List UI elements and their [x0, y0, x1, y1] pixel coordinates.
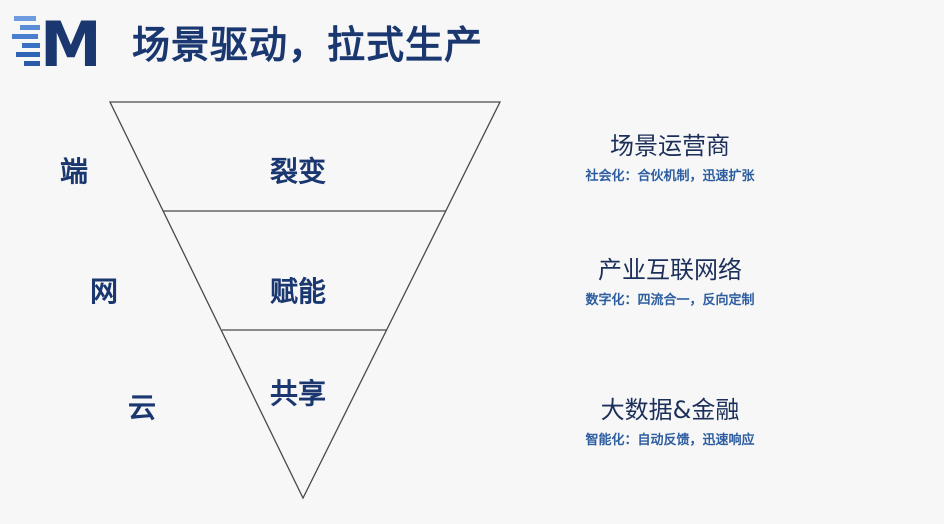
side-label-duan: 端	[60, 155, 89, 188]
description-title: 大数据&金融	[600, 396, 740, 424]
layer-label-gongxiang: 共享	[270, 377, 327, 410]
description-subtitle: 智能化：自动反馈，迅速响应	[585, 433, 755, 448]
description-2: 产业互联网络 数字化：四流合一，反向定制	[520, 250, 820, 308]
description-subtitle: 数字化：四流合一，反向定制	[585, 293, 755, 308]
page-title: 场景驱动，拉式生产	[132, 23, 484, 67]
funnel-triangle	[108, 101, 502, 500]
description-subtitle: 社会化：合伙机制，迅速扩张	[585, 169, 755, 184]
description-title: 产业互联网络	[598, 256, 742, 284]
layer-label-funeng: 赋能	[270, 275, 327, 308]
layer-label-liebian: 裂变	[270, 155, 327, 188]
description-title: 场景运营商	[610, 132, 730, 160]
logo-icon: M	[12, 10, 102, 72]
description-3: 大数据&金融 智能化：自动反馈，迅速响应	[520, 390, 820, 448]
side-label-yun: 云	[128, 391, 157, 424]
description-1: 场景运营商 社会化：合伙机制，迅速扩张	[520, 126, 820, 184]
side-label-wang: 网	[90, 275, 119, 308]
logo-letter: M	[40, 10, 102, 72]
